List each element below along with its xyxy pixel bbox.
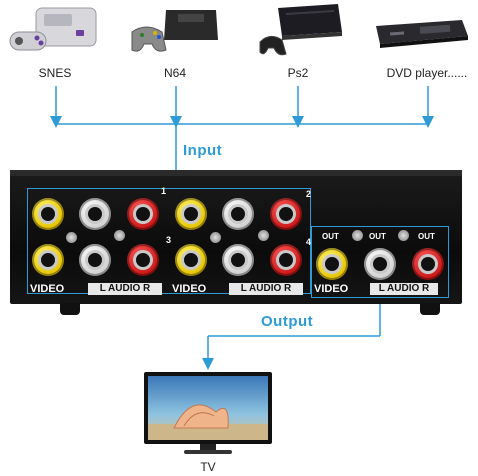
input4-video-jack[interactable] xyxy=(175,244,207,276)
source-label-snes: SNES xyxy=(38,66,72,80)
dvd-player-icon xyxy=(372,14,470,54)
input-label: Input xyxy=(183,142,223,159)
ps2-console-icon xyxy=(256,2,346,60)
input2-audio-left-jack[interactable] xyxy=(222,198,254,230)
screw-icon xyxy=(352,230,363,241)
output-label: Output xyxy=(261,313,314,330)
audio-label-group1: L AUDIO R xyxy=(88,283,162,295)
port-number-3: 3 xyxy=(166,235,172,245)
port-number-1: 1 xyxy=(161,186,167,196)
input1-audio-left-jack[interactable] xyxy=(79,198,111,230)
input4-audio-right-jack[interactable] xyxy=(270,244,302,276)
switch-box-panel xyxy=(10,176,462,304)
input4-audio-left-jack[interactable] xyxy=(222,244,254,276)
switch-box-foot xyxy=(420,303,440,315)
input2-audio-right-jack[interactable] xyxy=(270,198,302,230)
input1-audio-right-jack[interactable] xyxy=(127,198,159,230)
screw-icon xyxy=(398,230,409,241)
screw-icon xyxy=(210,232,221,243)
port-number-4: 4 xyxy=(306,237,312,247)
video-label-group1: VIDEO xyxy=(30,283,65,295)
video-label-output: VIDEO xyxy=(314,283,349,295)
output-audio-right-jack[interactable] xyxy=(412,248,444,280)
input-group-outline xyxy=(27,188,311,294)
audio-label-output: L AUDIO R xyxy=(370,283,438,295)
snes-console-icon xyxy=(6,4,102,60)
output-audio-left-jack[interactable] xyxy=(364,248,396,280)
output-video-jack[interactable] xyxy=(316,248,348,280)
tv-icon xyxy=(144,372,272,456)
port-number-2: 2 xyxy=(306,189,312,199)
out-label-video: OUT xyxy=(322,232,339,241)
source-label-dvd: DVD player...... xyxy=(386,66,468,80)
destination-label-tv: TV xyxy=(200,460,216,474)
out-label-audio-left: OUT xyxy=(369,232,386,241)
screw-icon xyxy=(66,232,77,243)
input3-audio-right-jack[interactable] xyxy=(127,244,159,276)
video-label-group2: VIDEO xyxy=(172,283,207,295)
source-label-n64: N64 xyxy=(163,66,186,80)
screw-icon xyxy=(114,230,125,241)
out-label-audio-right: OUT xyxy=(418,232,435,241)
input2-video-jack[interactable] xyxy=(175,198,207,230)
audio-label-group2: L AUDIO R xyxy=(229,283,303,295)
input3-video-jack[interactable] xyxy=(32,244,64,276)
switch-box-foot xyxy=(60,303,80,315)
switch-box-top xyxy=(10,170,462,178)
n64-console-icon xyxy=(126,4,222,60)
output-group-outline xyxy=(311,226,449,298)
source-label-ps2: Ps2 xyxy=(287,66,309,80)
screw-icon xyxy=(258,230,269,241)
input3-audio-left-jack[interactable] xyxy=(79,244,111,276)
input1-video-jack[interactable] xyxy=(32,198,64,230)
